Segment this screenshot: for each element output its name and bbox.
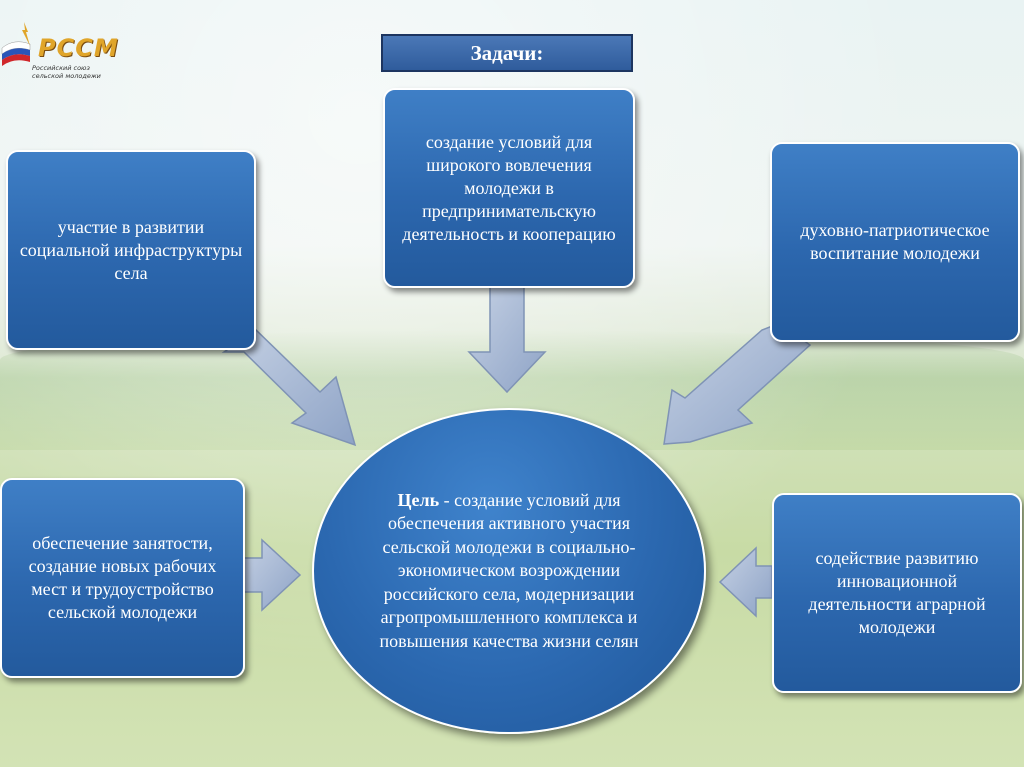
- goal-text: - создание условий для обеспечения актив…: [379, 489, 639, 651]
- task-bottom-right-text: содействие развитию инновационной деятел…: [808, 548, 986, 637]
- goal-label: Цель: [397, 489, 440, 510]
- logo-abbr: РССМ: [38, 34, 119, 62]
- arrow-bottom-right: [718, 546, 773, 618]
- logo: РССМ Российский союз сельской молодежи: [0, 12, 118, 84]
- arrow-top-left: [221, 329, 357, 447]
- flag-icon: [1, 22, 31, 66]
- task-top-right: духовно-патриотическое воспитание молоде…: [770, 142, 1020, 342]
- goal-text-block: Цель - создание условий для обеспечения …: [366, 489, 652, 654]
- task-top: создание условий для широкого вовлечения…: [383, 88, 635, 288]
- task-bottom-left: обеспечение занятости, создание новых ра…: [0, 478, 245, 678]
- tasks-title: Задачи:: [381, 34, 633, 72]
- task-top-left: участие в развитии социальной инфраструк…: [6, 150, 256, 350]
- task-bottom-left-text: обеспечение занятости, создание новых ра…: [28, 533, 217, 622]
- tasks-title-text: Задачи:: [470, 40, 544, 65]
- logo-subtitle: Российский союз сельской молодежи: [32, 64, 101, 80]
- goal-circle: Цель - создание условий для обеспечения …: [312, 408, 706, 734]
- arrow-top-right: [663, 322, 812, 445]
- task-top-right-text: духовно-патриотическое воспитание молоде…: [800, 220, 990, 263]
- arrow-top: [467, 285, 547, 394]
- arrow-bottom-left: [242, 538, 302, 612]
- task-bottom-right: содействие развитию инновационной деятел…: [772, 493, 1022, 693]
- task-top-left-text: участие в развитии социальной инфраструк…: [19, 216, 243, 283]
- task-top-text: создание условий для широкого вовлечения…: [402, 131, 616, 244]
